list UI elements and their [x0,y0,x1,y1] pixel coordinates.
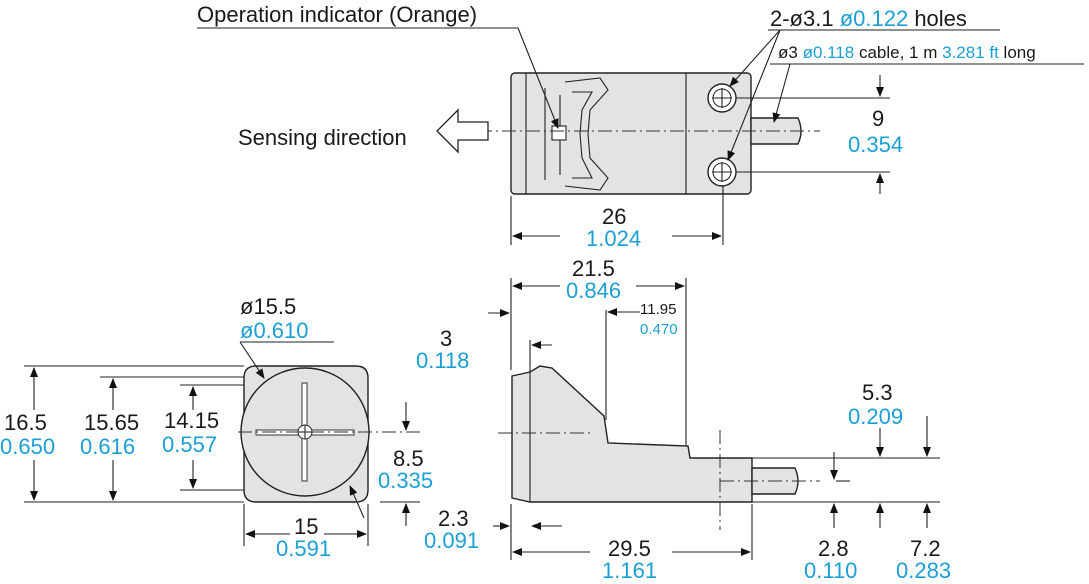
dim-5-3-in: 0.209 [848,404,903,429]
dim-9-in: 0.354 [848,132,903,157]
dim-3-in: 0.118 [416,348,469,373]
dim-14-15-mm: 14.15 [164,408,219,433]
cable-label: ø3 ø0.118 cable, 1 m 3.281 ft long [778,43,1036,62]
mounting-hole-bottom [707,157,737,187]
dim-26-in: 1.024 [586,226,641,251]
sensing-direction-arrow [436,108,489,154]
dim-2-3-in: 0.091 [424,528,479,553]
side-view-body [511,365,753,503]
dim-diameter-in: ø0.610 [240,318,309,343]
dim-3-mm: 3 [440,326,452,351]
holes-label: 2-ø3.1 ø0.122 holes [770,6,967,31]
dim-5-3-mm: 5.3 [862,380,893,405]
dim-26-mm: 26 [602,204,626,229]
dim-7-2-in: 0.283 [896,558,951,583]
dim-16-5-in: 0.650 [0,434,55,459]
top-view [197,27,1084,245]
dim-29-5-in: 1.161 [602,558,657,583]
dim-8-5-mm: 8.5 [393,446,424,471]
sensing-direction-label: Sensing direction [238,125,407,150]
dim-11-95-in: 0.470 [640,321,678,338]
mounting-hole-top [707,83,737,113]
dim-2-3-mm: 2.3 [438,506,469,531]
operation-indicator-label: Operation indicator (Orange) [197,2,477,27]
dim-15-mm: 15 [294,514,318,539]
dim-15-in: 0.591 [276,536,331,561]
dim-8-5-in: 0.335 [378,468,433,493]
dim-2-8-in: 0.110 [804,558,857,583]
dim-15-65-mm: 15.65 [84,410,139,435]
dim-7-2-mm: 7.2 [910,536,941,561]
operation-indicator-lamp [551,125,567,141]
front-view [24,341,420,546]
side-view [488,278,940,560]
dim-diameter-mm: ø15.5 [240,294,296,319]
dim-21-5-in: 0.846 [566,278,621,303]
dim-21-5-mm: 21.5 [572,256,615,281]
dim-9-mm: 9 [872,106,884,131]
dim-11-95-mm: 11.95 [640,301,676,318]
dim-15-65-in: 0.616 [80,434,135,459]
dim-14-15-in: 0.557 [162,432,217,457]
dim-29-5-mm: 29.5 [608,536,651,561]
dim-2-8-mm: 2.8 [818,536,849,561]
dim-16-5-mm: 16.5 [4,410,47,435]
